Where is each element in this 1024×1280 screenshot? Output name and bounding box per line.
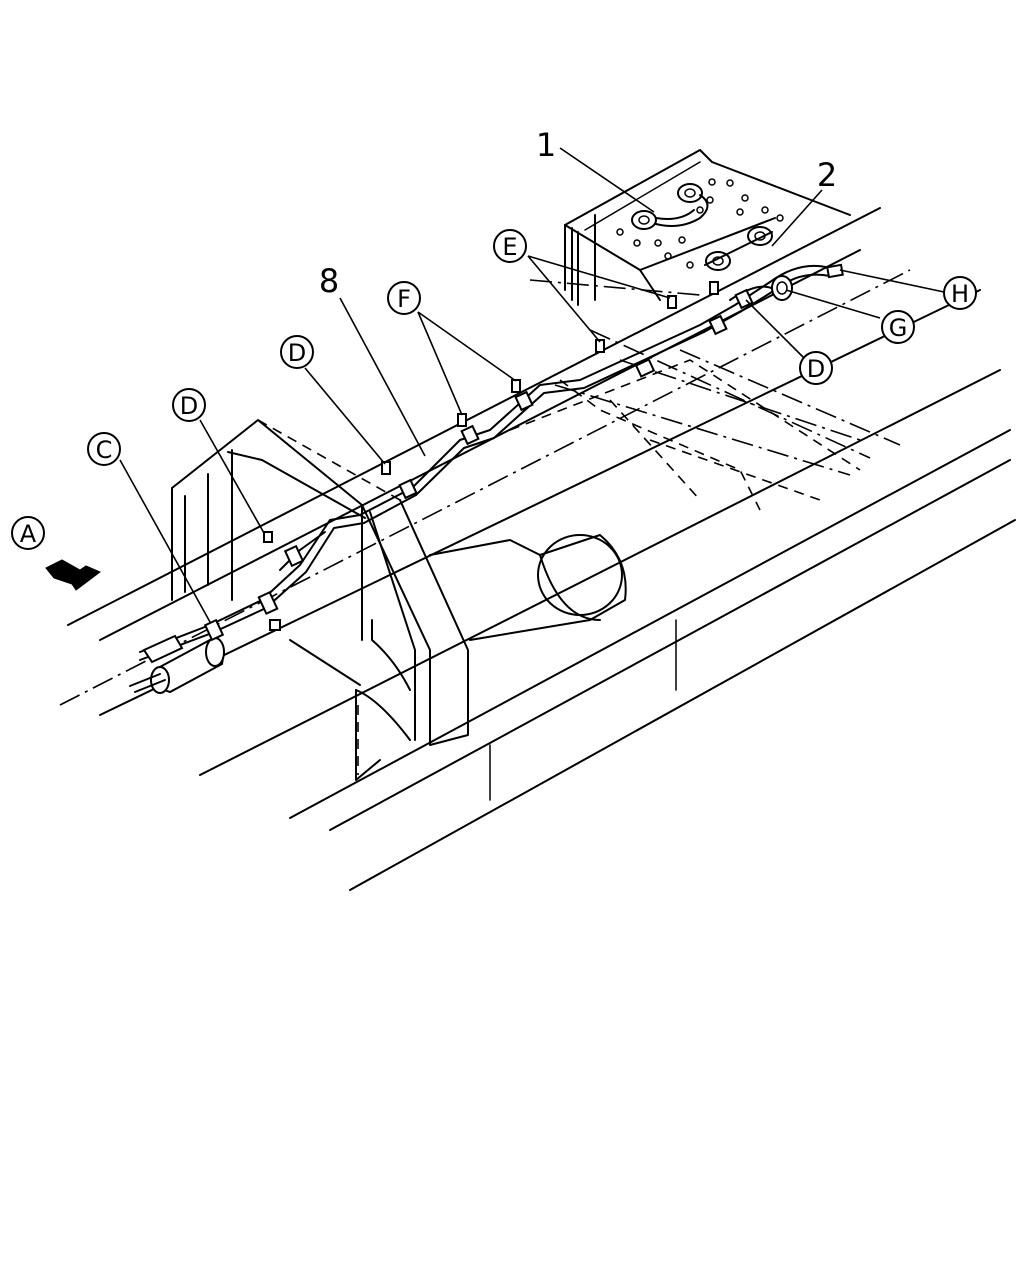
arrow-right-icon	[45, 559, 101, 591]
fuel-filter	[129, 634, 225, 694]
frame-rails	[59, 207, 1016, 891]
svg-text:D: D	[288, 339, 306, 367]
callout-F: F	[387, 281, 421, 315]
svg-text:G: G	[889, 314, 908, 342]
fuel-sender-unit	[631, 183, 709, 230]
part-number-2: 2	[817, 156, 837, 194]
svg-text:D: D	[807, 355, 825, 383]
fuel-outlet-fitting	[704, 226, 773, 271]
body-outline	[509, 279, 901, 511]
callout-H: H	[943, 276, 977, 310]
exhaust-pipe	[429, 534, 627, 641]
callout-D-middle: D	[280, 335, 314, 369]
frame-bracket	[289, 619, 411, 781]
callout-A: A	[11, 516, 45, 550]
callout-D-left: D	[172, 388, 206, 422]
callout-C: C	[87, 432, 121, 466]
fuel-line-hose	[139, 264, 831, 661]
svg-text:E: E	[502, 233, 517, 261]
svg-text:A: A	[20, 520, 37, 548]
svg-text:C: C	[96, 436, 113, 464]
hose-clips	[203, 263, 844, 642]
svg-text:F: F	[397, 285, 411, 313]
callout-G: G	[881, 310, 915, 344]
part-number-8: 8	[319, 262, 339, 300]
leader-lines	[119, 147, 945, 623]
svg-text:H: H	[951, 280, 969, 308]
callout-D-right: D	[799, 351, 833, 385]
cross-member	[171, 419, 469, 746]
fuel-tank	[564, 149, 851, 306]
part-number-1: 1	[536, 126, 556, 164]
tank-bolt-holes	[616, 178, 784, 269]
svg-text:D: D	[180, 392, 198, 420]
callout-E: E	[493, 229, 527, 263]
